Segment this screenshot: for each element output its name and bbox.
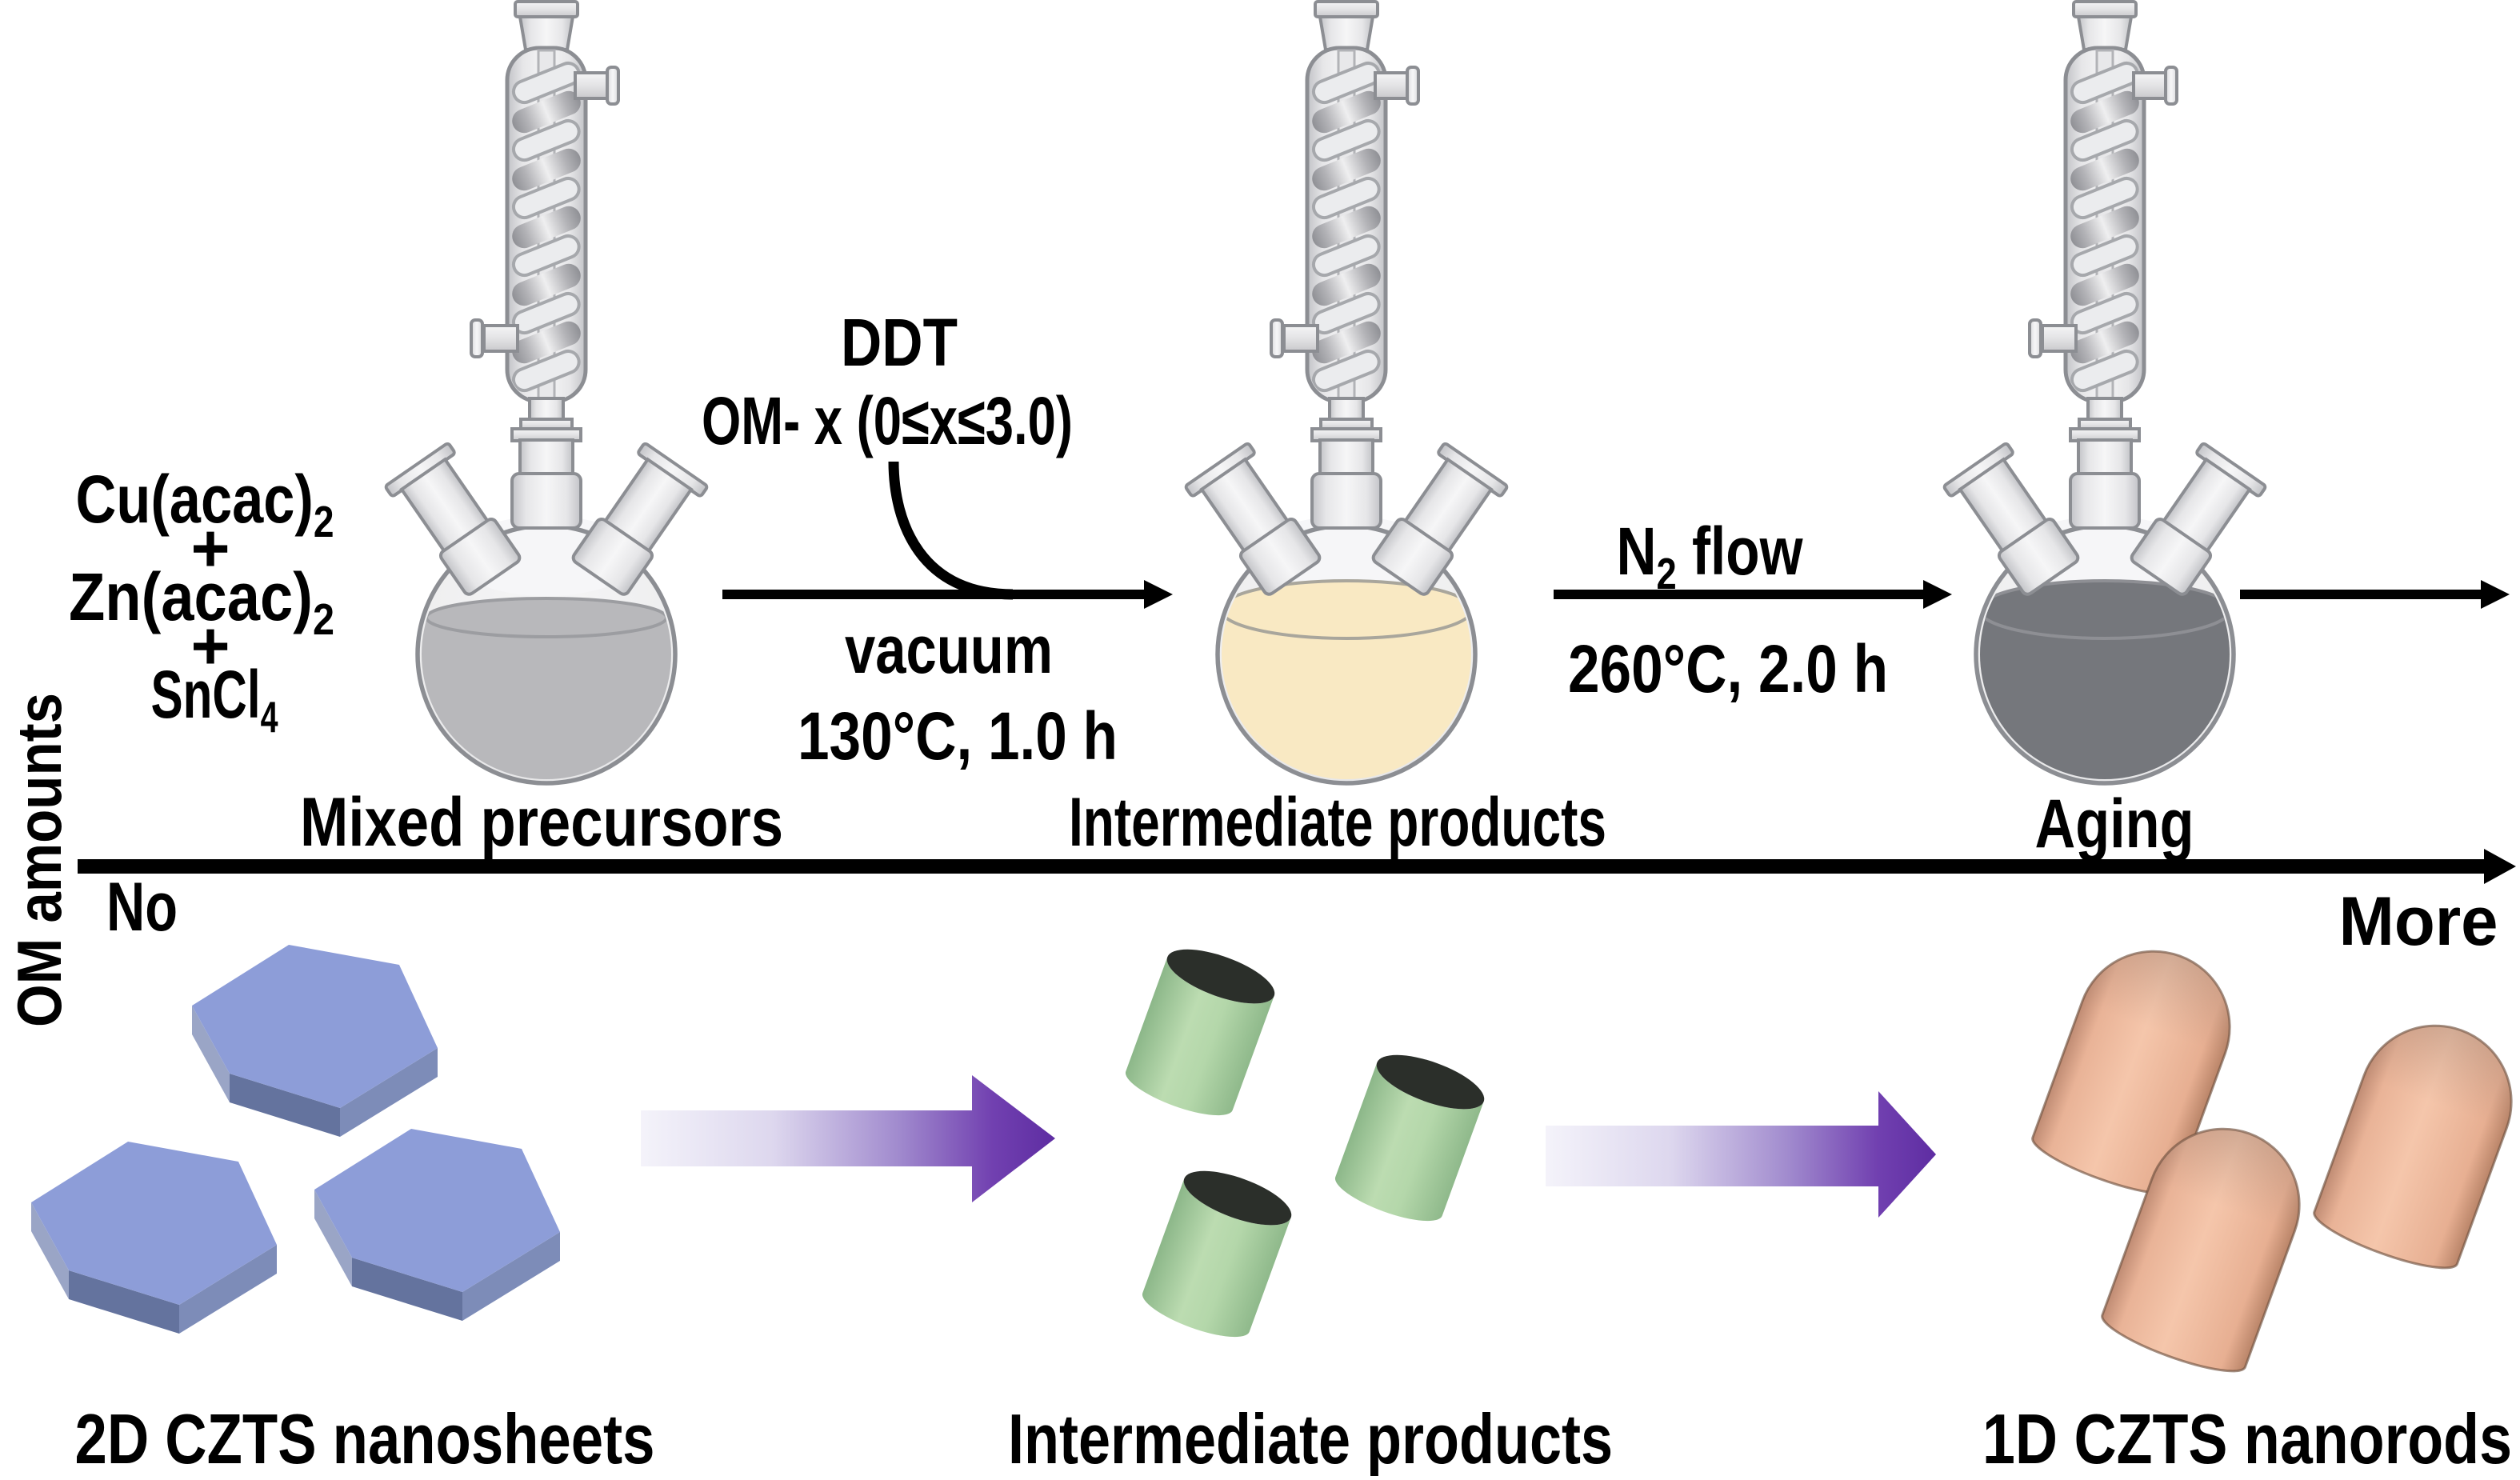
svg-text:vacuum: vacuum <box>845 612 1053 687</box>
svg-text:No: No <box>106 869 178 946</box>
svg-text:260°C, 2.0 h: 260°C, 2.0 h <box>1568 631 1888 706</box>
svg-text:N2 flow: N2 flow <box>1617 514 1804 598</box>
svg-text:+: + <box>190 608 230 683</box>
svg-text:2D CZTS nanosheets: 2D CZTS nanosheets <box>75 1399 655 1476</box>
svg-text:+: + <box>190 510 230 586</box>
svg-text:130°C, 1.0 h: 130°C, 1.0 h <box>798 698 1118 774</box>
svg-text:OM- x (0≤x≤3.0): OM- x (0≤x≤3.0) <box>702 383 1073 458</box>
svg-text:Cu(acac)2: Cu(acac)2 <box>76 462 334 546</box>
svg-text:More: More <box>2339 883 2498 960</box>
svg-text:Aging: Aging <box>2035 786 2194 862</box>
svg-text:SnCl4: SnCl4 <box>151 657 278 742</box>
svg-text:Intermediate products: Intermediate products <box>1069 784 1606 861</box>
svg-text:Mixed precursors: Mixed precursors <box>300 784 783 861</box>
svg-text:1D CZTS nanorods: 1D CZTS nanorods <box>1982 1399 2512 1476</box>
svg-text:Zn(acac)2: Zn(acac)2 <box>69 559 334 644</box>
svg-text:DDT: DDT <box>841 305 958 380</box>
svg-text:Intermediate products: Intermediate products <box>1008 1399 1613 1476</box>
svg-text:OM amounts: OM amounts <box>4 693 74 1027</box>
